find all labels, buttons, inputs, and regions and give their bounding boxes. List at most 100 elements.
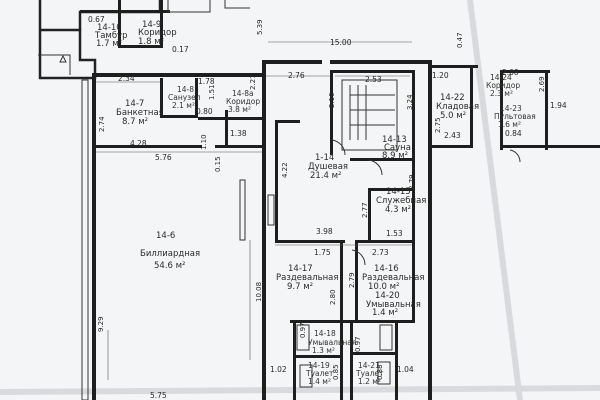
room-area: 54.6 м² [154, 261, 185, 271]
dim-2.27: 2.27 [249, 74, 257, 90]
room-number: 14-15 [386, 187, 411, 197]
room-14-6: 14-6 Биллиардная 54.6 м² [140, 231, 200, 271]
dim-1.02: 1.02 [270, 365, 287, 374]
dim-0.97b: 0.97 [354, 336, 362, 352]
room-name: Туалет [305, 369, 334, 378]
room-number: 14-8 [177, 85, 194, 94]
room-14-18: 14-18 Умывальная 1.3 м² [308, 329, 356, 355]
room-labels: 14-10 Тамбур 1.7 м² 14-9 Коридор 1.8 м² … [94, 20, 536, 386]
room-number: 14-6 [156, 231, 175, 241]
dim-2.74: 2.74 [98, 116, 106, 132]
room-number: 14-18 [314, 329, 336, 338]
dim-2.10: 2.10 [328, 92, 336, 108]
dim-1.51: 1.51 [208, 84, 216, 100]
room-area: 21.4 м² [310, 171, 341, 181]
room-number: 14-19 [308, 361, 330, 370]
room-area: 1.4 м² [372, 308, 398, 318]
room-14-20: 14-20 Умывальная 1.4 м² [366, 291, 421, 318]
room-area: 4.3 м² [385, 205, 411, 215]
dim-0.97: 0.97 [299, 322, 307, 338]
room-area: 3.8 м² [228, 105, 251, 114]
dim-5.76: 5.76 [155, 153, 172, 162]
room-name: Банкетная [116, 108, 164, 118]
room-number: 1-14 [315, 153, 334, 163]
dim-2.53: 2.53 [365, 75, 382, 84]
room-14-17: 14-17 Раздевальная 9.7 м² [276, 264, 339, 292]
dim-0.80: 0.80 [196, 107, 213, 116]
room-14-21: 14-21 Туалет 1.2 м² [355, 361, 384, 386]
dim-2.69: 2.69 [538, 76, 546, 92]
room-area: 8.7 м² [122, 117, 148, 127]
paper-fold-2 [467, 0, 523, 400]
room-14-9: 14-9 Коридор 1.8 м² [138, 20, 177, 47]
room-14-22: 14-22 Кладовая 5.0 м² [436, 93, 479, 121]
room-number: 14-17 [288, 264, 313, 274]
room-number: 14-21 [358, 361, 380, 370]
dim-2.79: 2.79 [408, 174, 416, 190]
room-number: 14-23 [500, 104, 522, 113]
room-name: Сауна [384, 143, 411, 153]
room-area: 8.9 м² [382, 151, 408, 161]
room-name: Биллиардная [140, 249, 200, 259]
room-14-7: 14-7 Банкетная 8.7 м² [116, 99, 164, 127]
room-number: 14-22 [440, 93, 465, 103]
dim-2.80: 2.80 [329, 289, 337, 305]
room-name: Раздевальная [362, 273, 425, 283]
dim-4.22: 4.22 [281, 162, 289, 178]
room-name: Служебная [376, 196, 426, 206]
dim-1.78: 1.78 [198, 77, 215, 86]
room-area: 2.1 м² [172, 101, 195, 110]
central-walls [267, 70, 521, 400]
dim-0.88: 0.88 [376, 364, 384, 380]
room-area: 1.7 м² [96, 39, 122, 49]
room-name: Пультовая [494, 112, 536, 121]
room-name: Раздевальная [276, 273, 339, 283]
dim-2.34: 2.34 [118, 74, 135, 83]
room-name: Душевая [308, 162, 348, 172]
dimension-lines [96, 41, 412, 380]
dim-0.47: 0.47 [456, 32, 464, 48]
dim-15.00: 15.00 [330, 38, 352, 47]
room-area: 2.3 м² [490, 89, 513, 98]
room-number: 14-13 [382, 135, 407, 145]
room-14-24: 14-24 Коридор 2.3 м² [486, 73, 520, 98]
dim-9.29: 9.29 [97, 316, 105, 332]
dim-3.98: 3.98 [316, 227, 333, 236]
room-number: 14-8а [232, 89, 254, 98]
room-name: Туалет [355, 369, 384, 378]
dim-1.75: 1.75 [314, 248, 331, 257]
room-name: Коридор [486, 81, 520, 90]
outer-walls [92, 60, 600, 400]
dim-1.53: 1.53 [386, 229, 403, 238]
room-name: Санузел [168, 93, 201, 102]
dim-0.84: 0.84 [505, 129, 522, 138]
room-number: 14-7 [125, 99, 144, 109]
room-14-23: 14-23 Пультовая 1.6 м² [494, 104, 536, 129]
room-area: 1.8 м² [138, 37, 164, 47]
dim-0.67: 0.67 [88, 15, 105, 24]
dim-1.94: 1.94 [550, 101, 567, 110]
dimension-texts: 0.67 5.39 15.00 0.47 0.17 2.34 1.78 1.51… [88, 15, 567, 400]
room-area: 5.0 м² [440, 111, 466, 121]
dim-2.79b: 2.79 [348, 272, 356, 288]
dim-0.15: 0.15 [214, 156, 222, 172]
dim-2.77: 2.77 [361, 202, 369, 218]
room-number: 14-16 [374, 264, 399, 274]
room-area: 1.4 м² [308, 377, 331, 386]
room-14-13: 14-13 Сауна 8.9 м² [382, 135, 411, 161]
paper-fold [0, 385, 600, 395]
dim-1.38: 1.38 [230, 129, 247, 138]
dim-3.24: 3.24 [406, 94, 414, 110]
room-area: 1.6 м² [498, 120, 521, 129]
dim-4.28: 4.28 [130, 139, 147, 148]
dim-2.75: 2.75 [434, 117, 442, 133]
room-name: Умывальная [366, 300, 421, 310]
dim-1.20: 1.20 [432, 71, 449, 80]
room-name: Коридор [226, 97, 260, 106]
room-1-14: 1-14 Душевая 21.4 м² [308, 153, 348, 181]
room-name: Тамбур [94, 31, 127, 41]
room-area: 10.0 м² [368, 282, 399, 292]
dim-2.76: 2.76 [288, 71, 305, 80]
room-number: 14-20 [375, 291, 400, 301]
dim-0.85: 0.85 [332, 364, 340, 380]
